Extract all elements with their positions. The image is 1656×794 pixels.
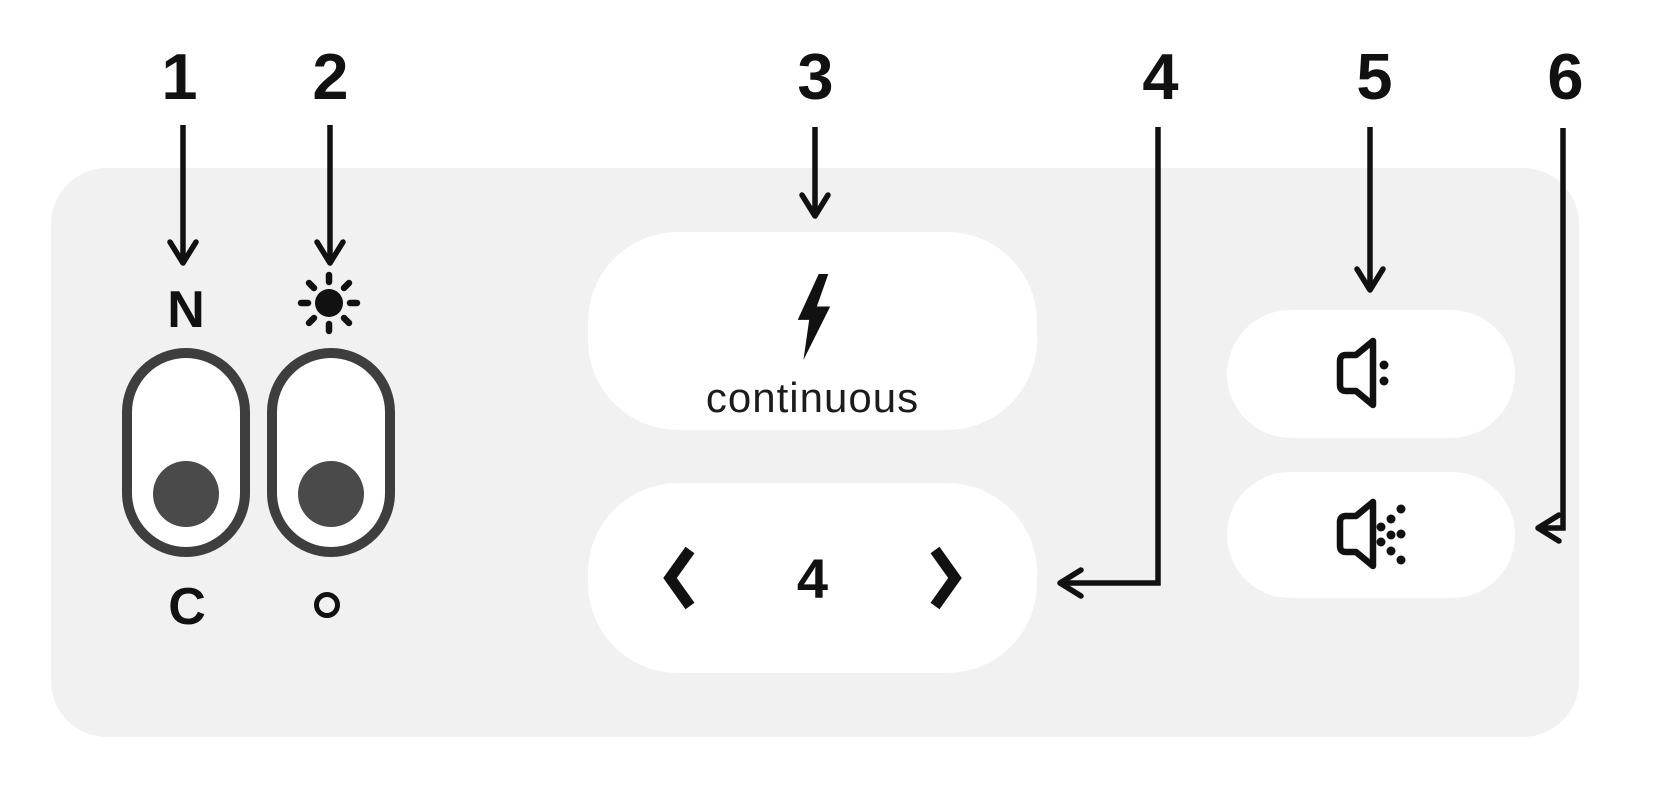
flash-mode-label: continuous xyxy=(705,373,920,421)
toggle-knob xyxy=(153,461,219,527)
flash-mode-button[interactable]: continuous xyxy=(588,232,1037,430)
callout-number-2: 2 xyxy=(312,40,348,113)
callout-number-1: 1 xyxy=(161,40,197,113)
toggle-top-label-n: N xyxy=(167,281,205,339)
callout-number-4: 4 xyxy=(1142,40,1178,113)
chevron-right-icon[interactable] xyxy=(929,545,965,611)
sun-icon xyxy=(296,270,362,341)
circle-outline-icon xyxy=(314,592,340,618)
chevron-left-icon[interactable] xyxy=(660,545,696,611)
callout-number-3: 3 xyxy=(797,40,833,113)
callout-number-6: 6 xyxy=(1547,40,1583,113)
intensity-value: 4 xyxy=(796,546,829,610)
sound-spray-button[interactable] xyxy=(1227,472,1515,598)
toggle-knob xyxy=(298,461,364,527)
speaker-two-dots-icon xyxy=(1333,335,1409,414)
flash-control-panel: N C xyxy=(51,168,1579,737)
nc-toggle-switch[interactable] xyxy=(122,348,250,557)
sound-low-button[interactable] xyxy=(1227,310,1515,438)
speaker-many-dots-icon xyxy=(1333,496,1409,575)
lightning-bolt-icon xyxy=(790,273,836,363)
intensity-stepper: 4 xyxy=(588,483,1037,673)
lamp-toggle-switch[interactable] xyxy=(267,348,395,557)
callout-number-5: 5 xyxy=(1356,40,1392,113)
toggle-bottom-label-c: C xyxy=(168,578,206,636)
